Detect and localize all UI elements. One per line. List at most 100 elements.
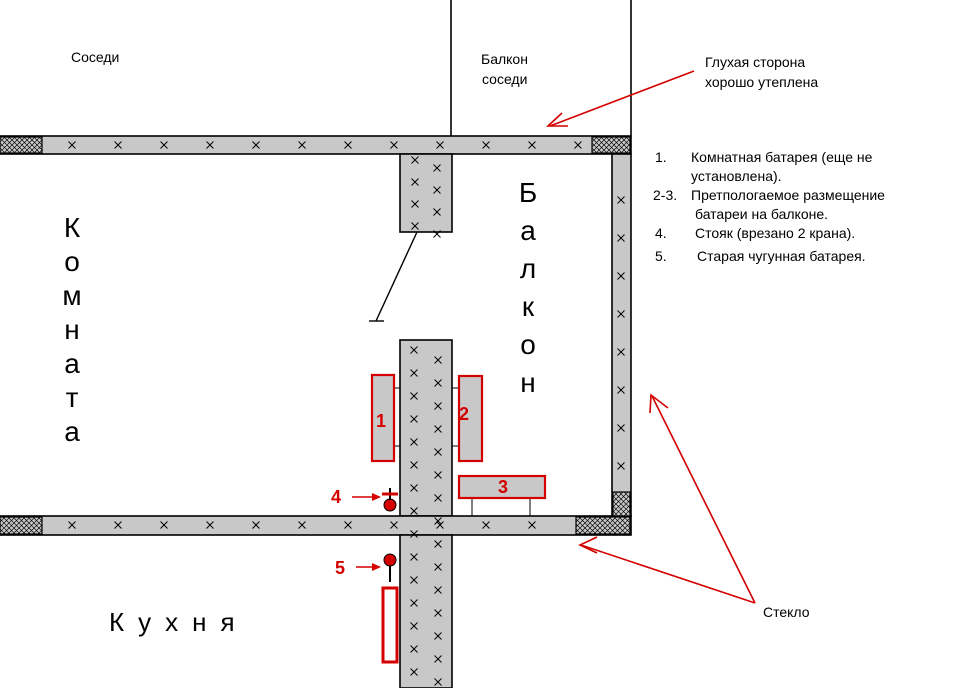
glass-hatch-line	[38, 149, 43, 154]
glass-hatch-line	[615, 138, 631, 154]
glass-hatch-line	[0, 518, 16, 535]
glass-hatch-line	[605, 136, 623, 154]
balcony-letter: а	[520, 215, 536, 246]
old-radiator-number: 5	[335, 558, 345, 578]
balcony-letter: л	[520, 253, 536, 284]
glass-arrow-lower	[580, 544, 756, 604]
wall-hatch-mark	[434, 425, 442, 433]
kitchen-label: Кухня	[109, 607, 249, 637]
blind-side-label-line1: Глухая сторона	[705, 54, 805, 70]
wall-hatch-mark	[434, 655, 442, 663]
glass-hatch-line	[593, 516, 612, 535]
wall-hatch-mark	[160, 141, 168, 149]
glass-hatch-line	[575, 518, 592, 535]
glass-hatch-line	[575, 516, 587, 528]
legend-text-2-line1: Претпологаемое размещение	[691, 187, 885, 203]
glass-hatch-line	[610, 136, 628, 154]
wall-hatch-mark	[434, 494, 442, 502]
glass-hatch-line	[620, 136, 631, 147]
balcony-letter: Б	[519, 177, 537, 208]
blind-side-label-line2: хорошо утеплена	[705, 74, 818, 90]
wall-hatch-mark	[528, 521, 536, 529]
room-letter: т	[66, 382, 79, 413]
wall-hatch-mark	[434, 609, 442, 617]
glass-hatch-line	[612, 491, 629, 508]
blind-side-arrowhead	[545, 112, 568, 127]
wall-hatch-mark	[433, 186, 441, 194]
glass-hatch-line	[22, 516, 41, 535]
wall-hatch-mark	[436, 141, 444, 149]
wall-hatch-mark	[617, 310, 625, 318]
neighbor-balcony-label-line2: соседи	[482, 71, 527, 87]
riser-icon	[382, 488, 398, 512]
glass-hatch-line	[0, 137, 16, 154]
wall-hatch-mark	[298, 521, 306, 529]
glass-hatch-line	[583, 516, 602, 535]
legend-num-1: 1.	[655, 149, 667, 165]
wall-hatch-mark	[390, 141, 398, 149]
old-radiator-arrowhead	[372, 563, 381, 571]
wall-hatch-mark	[410, 415, 418, 423]
wall-hatch-mark	[617, 348, 625, 356]
wall-hatch-mark	[390, 521, 398, 529]
glass-hatch-line	[18, 136, 36, 154]
legend-num-4: 5.	[655, 248, 667, 264]
wall-hatch-mark	[410, 484, 418, 492]
wall-hatch-mark	[114, 521, 122, 529]
wall-hatch-mark	[434, 586, 442, 594]
room-letter: а	[64, 348, 80, 379]
neighbors-label: Соседи	[71, 49, 119, 65]
glass-hatch-line	[591, 142, 603, 154]
glass-hatch-line	[623, 516, 631, 524]
wall-hatching	[68, 141, 625, 686]
glass-hatch-line	[8, 136, 26, 154]
wall-hatch-mark	[434, 632, 442, 640]
glass-hatch-line	[0, 142, 11, 154]
legend-num-2: 2-3.	[653, 187, 677, 203]
balcony-label-vertical: Б а л к о н	[519, 177, 537, 398]
wall-hatch-mark	[482, 521, 490, 529]
glass-hatch-line	[623, 527, 631, 535]
glass-hatching	[0, 136, 631, 535]
wall-hatch-mark	[574, 141, 582, 149]
balcony-right-wall	[611, 153, 632, 517]
glass-label: Стекло	[763, 604, 810, 620]
glass-hatch-line	[33, 136, 43, 146]
wall-hatch-mark	[410, 346, 418, 354]
legend-text-2-line2: батареи на балконе.	[695, 206, 828, 222]
bottom-wall	[0, 515, 632, 536]
glass-hatch-line	[618, 504, 631, 517]
glass-hatch-line	[33, 144, 43, 154]
radiator-1	[370, 373, 396, 463]
wall-hatch-mark	[434, 448, 442, 456]
glass-hatch-line	[608, 516, 627, 535]
wall-hatch-mark	[411, 156, 419, 164]
wall-hatch-mark	[434, 540, 442, 548]
wall-hatch-mark	[617, 462, 625, 470]
wall-hatch-mark	[344, 521, 352, 529]
legend-num-3: 4.	[655, 225, 667, 241]
glass-hatch-line	[628, 514, 631, 517]
glass-hatch-line	[32, 516, 43, 527]
room-letter: м	[62, 280, 81, 311]
glass-arrow-upper-head	[649, 393, 669, 414]
wall-hatch-mark	[160, 521, 168, 529]
glass-hatch-line	[620, 143, 631, 154]
wall-hatch-mark	[410, 438, 418, 446]
room-letter: о	[64, 246, 80, 277]
wall-hatch-mark	[410, 645, 418, 653]
wall-hatch-mark	[411, 200, 419, 208]
riser-arrowhead	[372, 493, 381, 501]
glass-arrow-lower-head	[578, 536, 598, 554]
glass-hatch-line	[588, 516, 607, 535]
glass-hatch-line	[27, 516, 43, 532]
wall-hatch-mark	[433, 208, 441, 216]
legend-text-1-line1: Комнатная батарея (еще не	[691, 149, 873, 165]
glass-hatch-line	[625, 136, 631, 142]
wall-hatch-mark	[410, 507, 418, 515]
riser-number: 4	[331, 487, 341, 507]
wall-hatch-mark	[434, 379, 442, 387]
radiator-3-number: 3	[498, 477, 508, 497]
wall-hatch-mark	[410, 622, 418, 630]
wall-hatch-mark	[434, 356, 442, 364]
